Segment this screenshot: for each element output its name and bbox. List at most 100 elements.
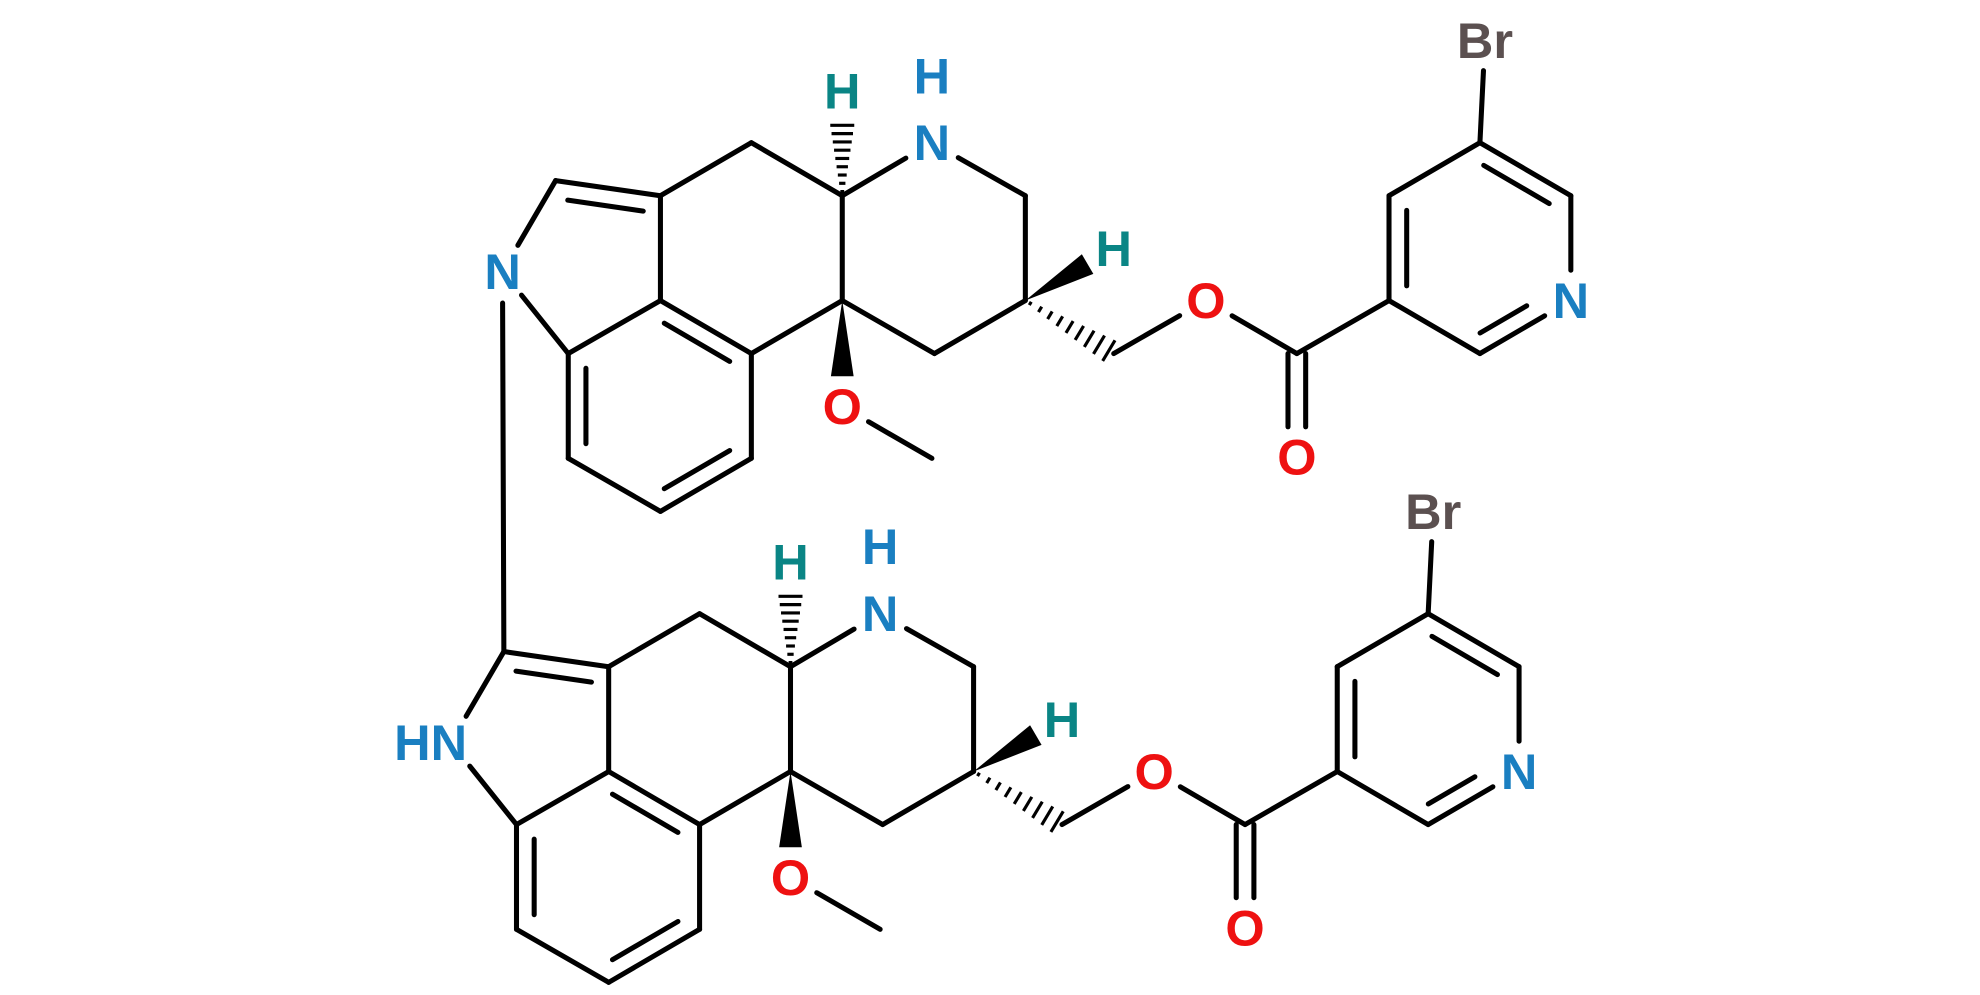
bond-c10-c9 [839, 297, 937, 357]
bond-c2-n1 [515, 178, 559, 248]
hash-line [976, 772, 981, 777]
bond-p4-p5 [1386, 297, 1483, 357]
bond-n1-c14 [467, 763, 520, 828]
hash-line [985, 776, 992, 784]
bond-pn-p4-inner [1477, 303, 1530, 336]
bond-c4-c3 [657, 140, 754, 199]
hash-line [994, 781, 1002, 791]
bond-o10-me [865, 419, 935, 461]
bond-n1-c14 [519, 292, 571, 357]
hash-line [1046, 310, 1054, 320]
bond-o10-me [814, 890, 883, 932]
bond-c10-c9 [787, 768, 886, 828]
atom-label-h-c8: H [1096, 220, 1132, 277]
bond-ce-oe [1229, 313, 1300, 357]
bond-c5-c4 [697, 611, 794, 670]
bond-c12-c13 [565, 455, 663, 514]
atom-label-methoxy-o: O [823, 378, 862, 435]
bond-c12-c13 [513, 926, 612, 985]
atom-label-amine-h: H [862, 518, 898, 575]
bond-p6-cbr [1334, 611, 1431, 670]
atom-label-indole-n: N [484, 243, 520, 300]
bond-n6-c5 [787, 626, 857, 670]
bond-cbr-br [1425, 539, 1435, 617]
bond-oe-ch2 [1111, 313, 1183, 357]
bond-c3-c2-inner [513, 668, 594, 685]
bond-p5-ce [1294, 297, 1392, 357]
hash-line [1073, 325, 1085, 341]
bond-cbr-br [1477, 68, 1487, 146]
bond-c10-o10-wedge [779, 771, 802, 848]
hash-line [1092, 334, 1106, 355]
atom-label-amine-h: H [914, 47, 950, 104]
bond-pn-p4-inner [1425, 774, 1478, 807]
bond-cbr-p2-inner [1481, 162, 1552, 207]
bond-layer [463, 68, 1574, 985]
hash-line [1003, 786, 1013, 798]
atom-label-indole-n: HN [394, 714, 467, 771]
atom-label-amine-n: N [862, 585, 898, 642]
hash-line [1022, 796, 1034, 812]
hash-line [1055, 315, 1065, 327]
bond-p6-cbr [1386, 140, 1483, 199]
bond-c16-c11-inner [609, 791, 681, 835]
bond-ce-oe [1177, 784, 1248, 828]
hash-line [1064, 320, 1075, 334]
bond-c5-h5-hashed-wedge [778, 594, 803, 665]
hash-line [1049, 810, 1065, 833]
atom-label-h-c8: H [1044, 691, 1080, 748]
bond-c7-n6 [955, 155, 1028, 199]
bond-c14-c16 [565, 297, 663, 357]
bond-c14-c16 [513, 768, 612, 828]
bond-c8-h8-wedge [973, 725, 1042, 772]
hash-line [1082, 329, 1096, 348]
bond-pn-p4 [1425, 784, 1496, 828]
bond-cbr-p2 [1477, 140, 1574, 199]
bond-c11-c10 [697, 768, 794, 828]
atom-label-h-c5: H [772, 533, 808, 590]
bond-c3-c2 [501, 649, 612, 670]
bond-c16-c11 [657, 297, 754, 357]
bond-n6-c5 [839, 155, 909, 199]
bond-c4-c3 [606, 611, 703, 670]
hash-line [1031, 800, 1044, 819]
atom-label-h-c5: H [824, 62, 860, 119]
bond-c3-c2-inner [565, 197, 646, 214]
bond-c16-c11-inner [661, 320, 733, 364]
bond-p5-ce [1242, 768, 1340, 828]
hash-line [1027, 301, 1033, 306]
atom-label-carbonyl-o: O [1225, 900, 1264, 957]
bond-c16-c11 [606, 768, 703, 828]
hash-line [1101, 339, 1117, 362]
bond-c15-c12 [606, 926, 703, 985]
atom-label-amine-n: N [914, 114, 950, 171]
bond-n1-c2-dimer-link [500, 300, 507, 655]
atom-label-pyridine-n: N [1501, 743, 1537, 800]
atom-label-pyridine-n: N [1553, 272, 1589, 329]
bond-c3-c2 [553, 178, 663, 199]
bond-c8-ch2-hashed-wedge [1027, 301, 1117, 362]
bond-pn-p4 [1477, 313, 1548, 357]
hash-line [1040, 805, 1055, 826]
bond-oe-ch2 [1059, 784, 1131, 828]
atom-label-methoxy-o: O [771, 849, 810, 906]
atom-label-ester-o: O [1186, 272, 1225, 329]
bond-cbr-p2 [1425, 611, 1522, 670]
bond-c2-n1 [463, 649, 507, 719]
bond-c8-ch2-hashed-wedge [976, 772, 1065, 833]
bond-c10-o10-wedge [830, 300, 854, 377]
atom-label-br: Br [1405, 483, 1461, 540]
bond-c9-c8 [931, 297, 1028, 357]
bond-c5-h5-hashed-wedge [830, 123, 855, 194]
bond-c15-c12-inner [661, 447, 733, 492]
bond-c8-h8-wedge [1025, 254, 1094, 301]
bond-c15-c12 [657, 455, 754, 514]
bond-p4-p5 [1334, 768, 1431, 828]
bond-c5-c4 [748, 140, 845, 199]
bond-c7-n6 [903, 626, 977, 670]
atom-label-br: Br [1457, 12, 1513, 69]
hash-line [1037, 305, 1044, 313]
hash-line [1012, 791, 1023, 805]
